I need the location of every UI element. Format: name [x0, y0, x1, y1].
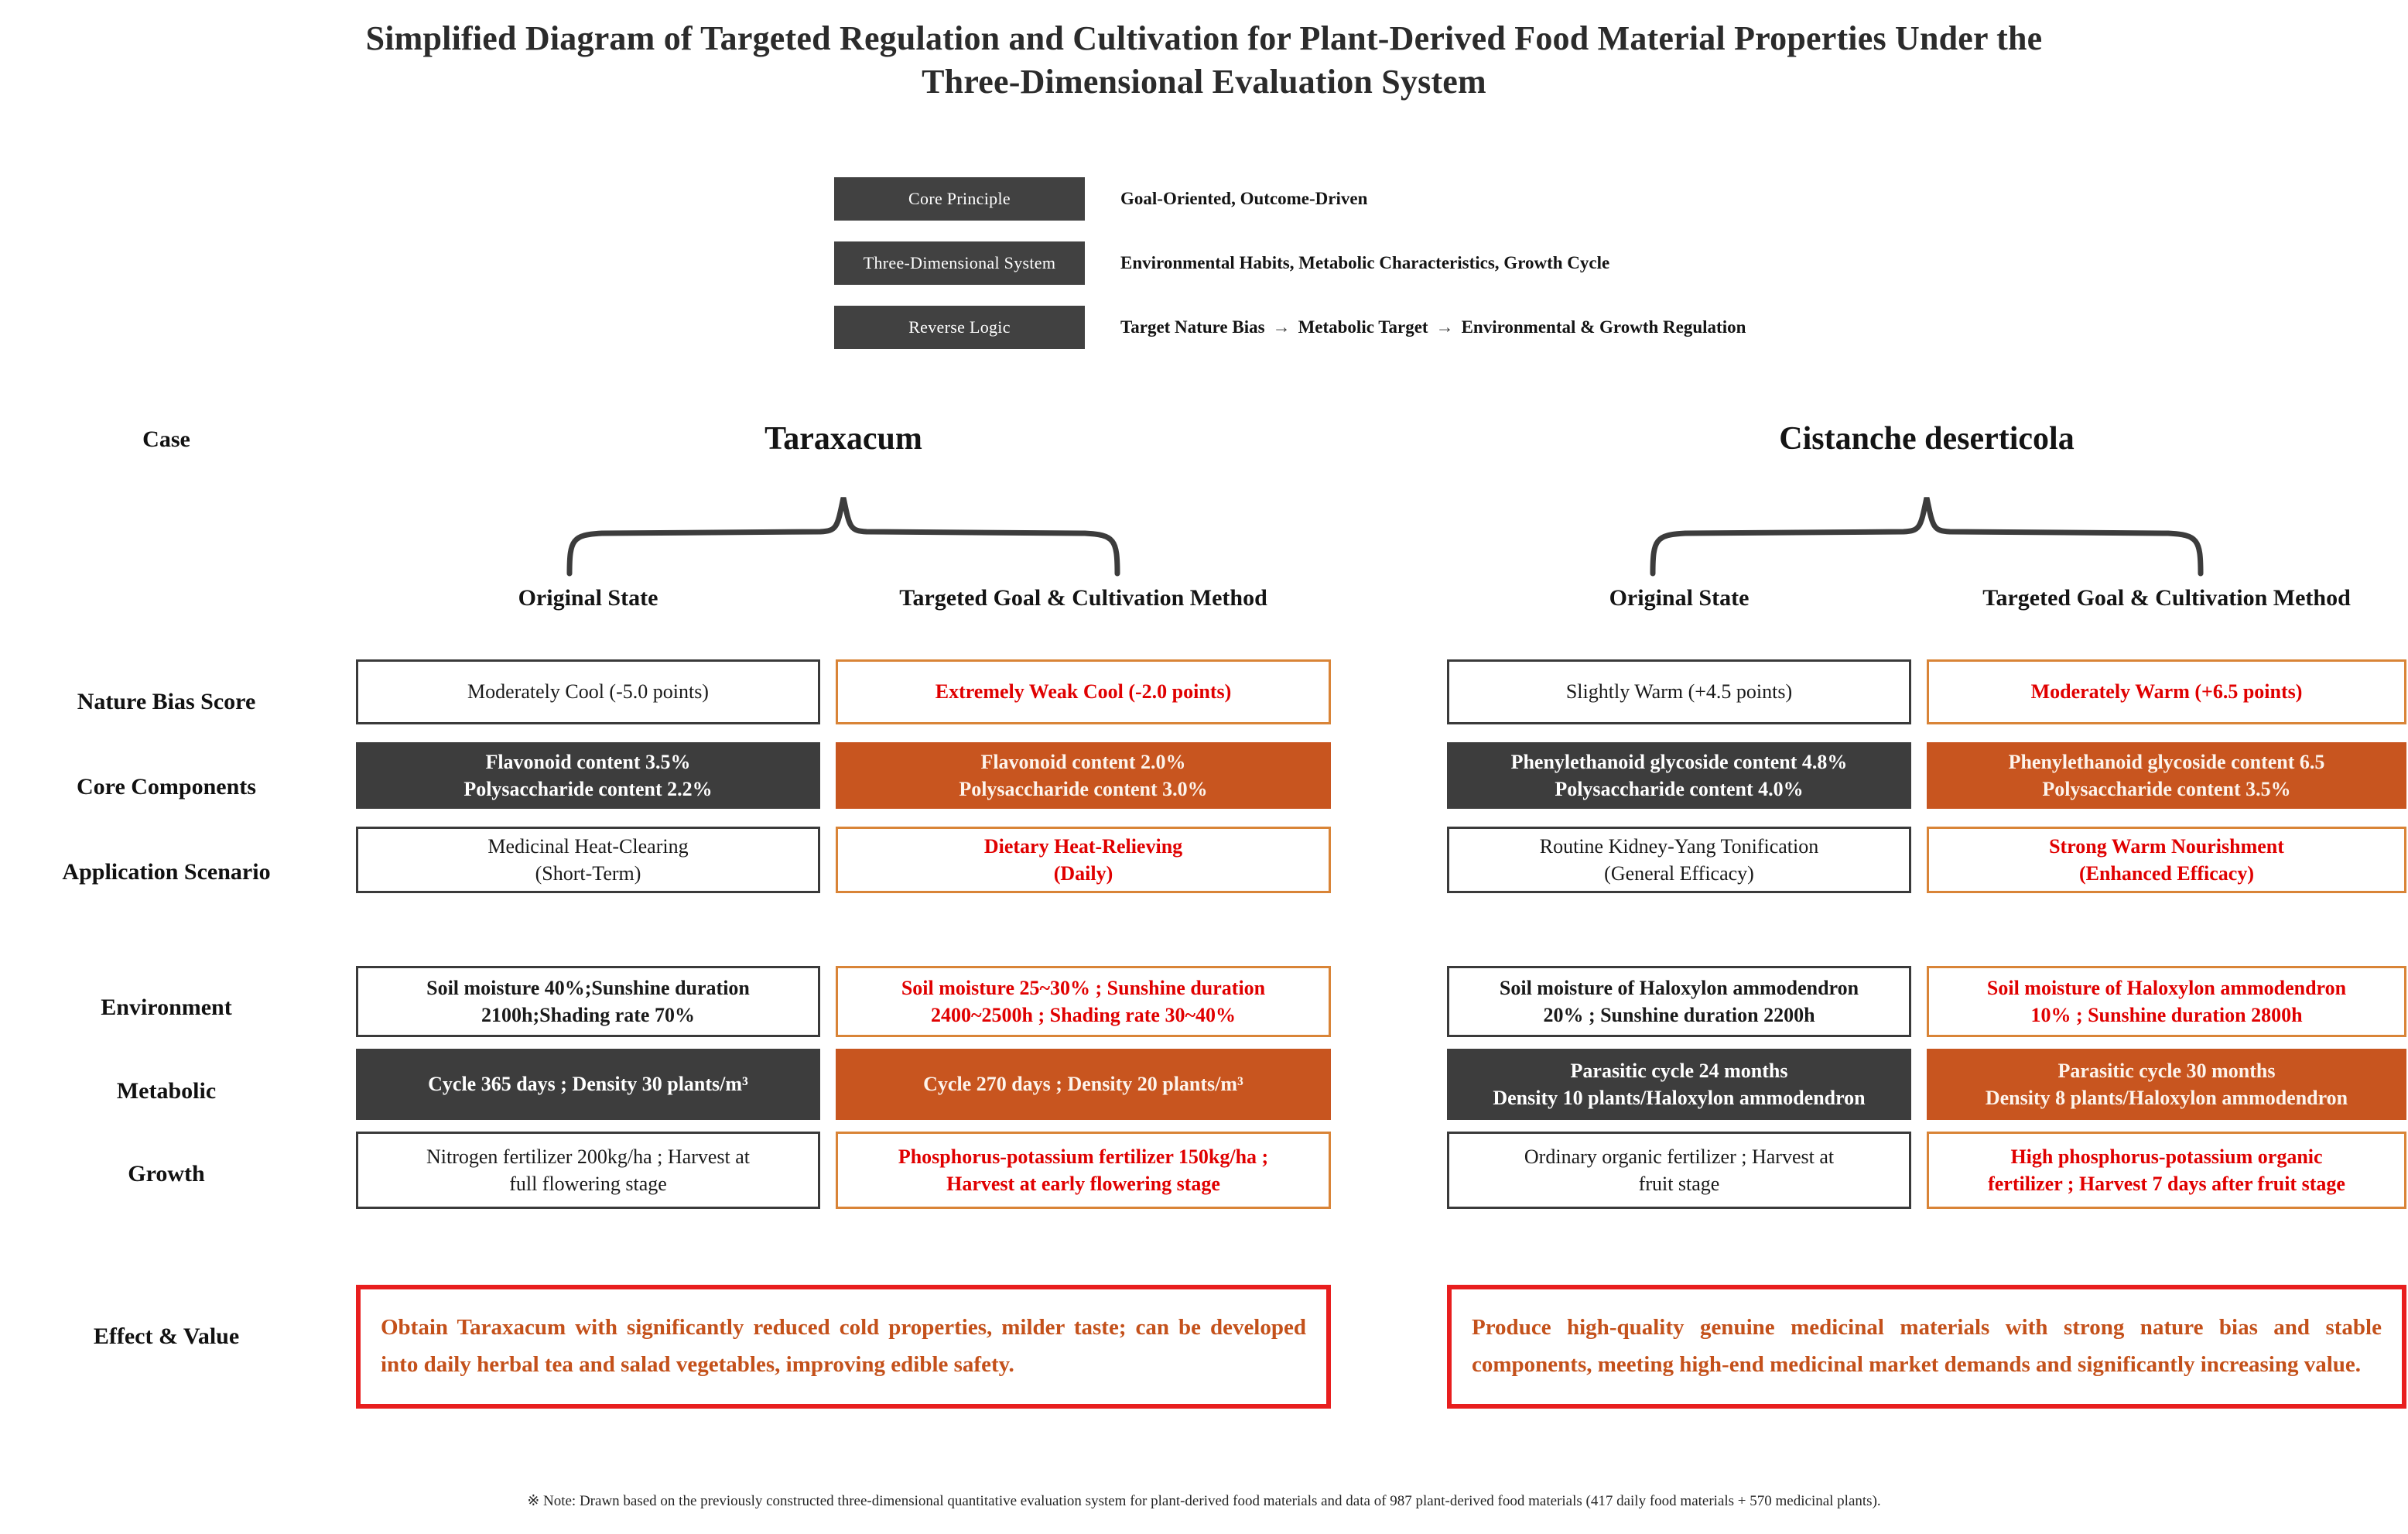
application-scenario-line-2: (Enhanced Efficacy)	[2078, 862, 2255, 885]
reverse-logic-part-1: Target Nature Bias	[1120, 317, 1265, 337]
legend-row-three-dimensional-system: Three-Dimensional System Environmental H…	[834, 241, 2072, 286]
arrow-right-icon-1: →	[1272, 317, 1291, 337]
metabolic-line-1: Parasitic cycle 24 months	[1570, 1059, 1788, 1082]
core-components-line-1: Phenylethanoid glycoside content 4.8%	[1510, 750, 1848, 773]
growth-line-2: Harvest at early flowering stage	[946, 1173, 1220, 1195]
core-components-line-2: Polysaccharide content 3.0%	[959, 778, 1208, 800]
col-head-cistanche-targeted: Targeted Goal & Cultivation Method	[1982, 585, 2351, 611]
application-scenario-line-2: (General Efficacy)	[1604, 862, 1754, 885]
growth-line-1: Nitrogen fertilizer 200kg/ha ; Harvest a…	[426, 1145, 751, 1168]
growth-line-1: Ordinary organic fertilizer ; Harvest at	[1524, 1145, 1835, 1168]
box-taraxacum-original-core-components: Flavonoid content 3.5% Polysaccharide co…	[356, 742, 820, 809]
box-taraxacum-targeted-growth: Phosphorus-potassium fertilizer 150kg/ha…	[836, 1132, 1331, 1209]
box-cistanche-targeted-metabolic: Parasitic cycle 30 months Density 8 plan…	[1927, 1049, 2406, 1120]
application-scenario-line-1: Dietary Heat-Relieving	[983, 834, 1183, 858]
col-head-taraxacum-original: Original State	[518, 585, 658, 611]
application-scenario-line-2: (Daily)	[1053, 862, 1113, 885]
box-cistanche-original-application-scenario: Routine Kidney-Yang Tonification (Genera…	[1447, 827, 1911, 893]
environment-line-1: Soil moisture of Haloxylon ammodendron	[1986, 976, 2347, 999]
core-components-line-1: Flavonoid content 3.5%	[485, 750, 691, 773]
application-scenario-line-1: Strong Warm Nourishment	[2049, 834, 2284, 858]
environment-line-1: Soil moisture 25~30% ; Sunshine duration	[901, 976, 1266, 999]
application-scenario-line-2: (Short-Term)	[535, 862, 641, 885]
box-cistanche-original-metabolic: Parasitic cycle 24 months Density 10 pla…	[1447, 1049, 1911, 1120]
box-cistanche-targeted-growth: High phosphorus-potassium organic fertil…	[1927, 1132, 2406, 1209]
core-components-line-1: Flavonoid content 2.0%	[980, 750, 1186, 773]
box-taraxacum-original-nature-bias-score: Moderately Cool (-5.0 points)	[356, 659, 820, 724]
brace-cistanche-deserticola	[1650, 497, 2204, 577]
application-scenario-line-1: Medicinal Heat-Clearing	[487, 834, 689, 858]
page-title-line-2: Three-Dimensional Evaluation System	[922, 63, 1486, 101]
row-label-environment: Environment	[101, 995, 232, 1020]
growth-line-1: Phosphorus-potassium fertilizer 150kg/ha…	[898, 1145, 1269, 1168]
environment-line-2: 2100h;Shading rate 70%	[481, 1004, 695, 1026]
metabolic-line-1: Parasitic cycle 30 months	[2057, 1059, 2276, 1082]
legend-desc-reverse-logic: Target Nature Bias → Metabolic Target → Envi…	[1120, 317, 1746, 337]
legend-row-core-principle: Core Principle Goal-Oriented, Outcome-Dr…	[834, 176, 2072, 221]
box-cistanche-targeted-environment: Soil moisture of Haloxylon ammodendron 1…	[1927, 966, 2406, 1037]
metabolic-line-2: Density 8 plants/Haloxylon ammodendron	[1985, 1087, 2348, 1109]
core-components-line-2: Polysaccharide content 4.0%	[1555, 778, 1804, 800]
page-title: Simplified Diagram of Targeted Regulatio…	[0, 17, 2408, 104]
growth-line-2: full flowering stage	[509, 1173, 667, 1195]
arrow-right-icon-2: →	[1435, 317, 1454, 337]
environment-line-2: 10% ; Sunshine duration 2800h	[2030, 1004, 2303, 1026]
core-components-line-2: Polysaccharide content 2.2%	[463, 778, 713, 800]
legend-desc-core-principle: Goal-Oriented, Outcome-Driven	[1120, 189, 1368, 208]
application-scenario-line-1: Routine Kidney-Yang Tonification	[1539, 834, 1819, 858]
core-components-line-2: Polysaccharide content 3.5%	[2042, 778, 2291, 800]
box-taraxacum-targeted-metabolic: Cycle 270 days ; Density 20 plants/m³	[836, 1049, 1331, 1120]
environment-line-2: 20% ; Sunshine duration 2200h	[1543, 1004, 1815, 1026]
row-label-case: Case	[142, 426, 190, 452]
legend-tag-core-principle: Core Principle	[834, 177, 1085, 221]
box-cistanche-original-growth: Ordinary organic fertilizer ; Harvest at…	[1447, 1132, 1911, 1209]
box-cistanche-original-core-components: Phenylethanoid glycoside content 4.8% Po…	[1447, 742, 1911, 809]
case-title-cistanche-deserticola: Cistanche deserticola	[1779, 421, 2075, 457]
box-taraxacum-targeted-application-scenario: Dietary Heat-Relieving (Daily)	[836, 827, 1331, 893]
page-title-line-1: Simplified Diagram of Targeted Regulatio…	[365, 19, 2043, 57]
col-head-cistanche-original: Original State	[1609, 585, 1750, 611]
row-label-growth: Growth	[128, 1161, 205, 1186]
row-label-application-scenario: Application Scenario	[62, 859, 271, 885]
box-taraxacum-targeted-core-components: Flavonoid content 2.0% Polysaccharide co…	[836, 742, 1331, 809]
legend-tag-three-dimensional-system: Three-Dimensional System	[834, 241, 1085, 285]
brace-taraxacum	[566, 497, 1120, 577]
box-cistanche-targeted-nature-bias-score: Moderately Warm (+6.5 points)	[1927, 659, 2406, 724]
growth-line-2: fruit stage	[1638, 1173, 1720, 1195]
row-label-nature-bias-score: Nature Bias Score	[77, 689, 256, 714]
row-label-core-components: Core Components	[77, 774, 256, 800]
box-taraxacum-targeted-environment: Soil moisture 25~30% ; Sunshine duration…	[836, 966, 1331, 1037]
reverse-logic-part-3: Environmental & Growth Regulation	[1461, 317, 1746, 337]
environment-line-2: 2400~2500h ; Shading rate 30~40%	[931, 1004, 1236, 1026]
core-components-line-1: Phenylethanoid glycoside content 6.5	[2008, 750, 2325, 773]
box-cistanche-original-nature-bias-score: Slightly Warm (+4.5 points)	[1447, 659, 1911, 724]
growth-line-2: fertilizer ; Harvest 7 days after fruit …	[1988, 1173, 2345, 1195]
legend-desc-three-dimensional-system: Environmental Habits, Metabolic Characte…	[1120, 253, 1610, 272]
case-title-taraxacum: Taraxacum	[764, 421, 922, 457]
box-cistanche-original-environment: Soil moisture of Haloxylon ammodendron 2…	[1447, 966, 1911, 1037]
box-cistanche-targeted-core-components: Phenylethanoid glycoside content 6.5 Pol…	[1927, 742, 2406, 809]
environment-line-1: Soil moisture of Haloxylon ammodendron	[1499, 976, 1859, 999]
growth-line-1: High phosphorus-potassium organic	[2010, 1145, 2323, 1168]
box-taraxacum-original-environment: Soil moisture 40%;Sunshine duration 2100…	[356, 966, 820, 1037]
col-head-taraxacum-targeted: Targeted Goal & Cultivation Method	[899, 585, 1267, 611]
legend-panel: Core Principle Goal-Oriented, Outcome-Dr…	[834, 176, 2072, 369]
metabolic-line-2: Density 10 plants/Haloxylon ammodendron	[1493, 1087, 1866, 1109]
box-taraxacum-effect-value: Obtain Taraxacum with significantly redu…	[356, 1285, 1331, 1409]
box-taraxacum-original-application-scenario: Medicinal Heat-Clearing (Short-Term)	[356, 827, 820, 893]
footnote: ※ Note: Drawn based on the previously co…	[527, 1493, 1881, 1509]
box-taraxacum-original-metabolic: Cycle 365 days ; Density 30 plants/m³	[356, 1049, 820, 1120]
row-label-metabolic: Metabolic	[116, 1078, 217, 1104]
legend-row-reverse-logic: Reverse Logic Target Nature Bias → Metabol…	[834, 305, 2072, 350]
row-label-effect-value: Effect & Value	[93, 1323, 240, 1349]
legend-tag-reverse-logic: Reverse Logic	[834, 306, 1085, 349]
box-cistanche-effect-value: Produce high-quality genuine medicinal m…	[1447, 1285, 2406, 1409]
box-cistanche-targeted-application-scenario: Strong Warm Nourishment (Enhanced Effica…	[1927, 827, 2406, 893]
reverse-logic-part-2: Metabolic Target	[1298, 317, 1428, 337]
environment-line-1: Soil moisture 40%;Sunshine duration	[426, 976, 750, 999]
box-taraxacum-targeted-nature-bias-score: Extremely Weak Cool (-2.0 points)	[836, 659, 1331, 724]
box-taraxacum-original-growth: Nitrogen fertilizer 200kg/ha ; Harvest a…	[356, 1132, 820, 1209]
